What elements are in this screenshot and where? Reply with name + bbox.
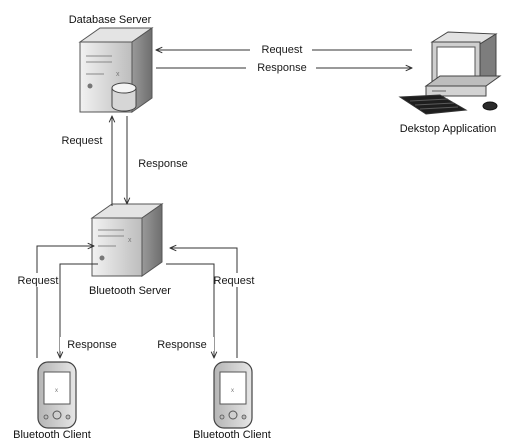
bluetooth-server-icon: x	[90, 203, 164, 277]
bt-db-request-label: Request	[62, 135, 103, 147]
database-cylinder-icon	[111, 82, 137, 112]
bluetooth-client-left-icon: x	[37, 361, 77, 429]
left-client-response-arrow	[60, 263, 98, 358]
database-server-label: Database Server	[69, 14, 152, 26]
right-client-response-label: Response	[157, 339, 207, 351]
svg-text:x: x	[116, 71, 120, 78]
db-desktop-response-label: Response	[257, 62, 307, 74]
bluetooth-client-left-label: Bluetooth Client	[13, 429, 91, 441]
bt-db-response-label: Response	[138, 158, 188, 170]
svg-text:x: x	[231, 388, 234, 394]
db-desktop-request-label: Request	[262, 44, 303, 56]
bluetooth-client-right-icon: x	[213, 361, 253, 429]
right-client-response-arrow	[166, 263, 214, 358]
svg-text:x: x	[55, 388, 58, 394]
desktop-application-label: Dekstop Application	[400, 123, 497, 135]
bluetooth-server-label: Bluetooth Server	[89, 285, 171, 297]
left-client-response-label: Response	[67, 339, 117, 351]
right-client-request-label: Request	[214, 275, 255, 287]
bluetooth-client-right-label: Bluetooth Client	[193, 429, 271, 441]
desktop-computer-icon	[398, 31, 502, 115]
left-client-request-arrow	[36, 246, 94, 358]
right-client-request-arrow	[170, 248, 238, 358]
svg-text:x: x	[128, 237, 132, 244]
left-client-request-label: Request	[18, 275, 59, 287]
